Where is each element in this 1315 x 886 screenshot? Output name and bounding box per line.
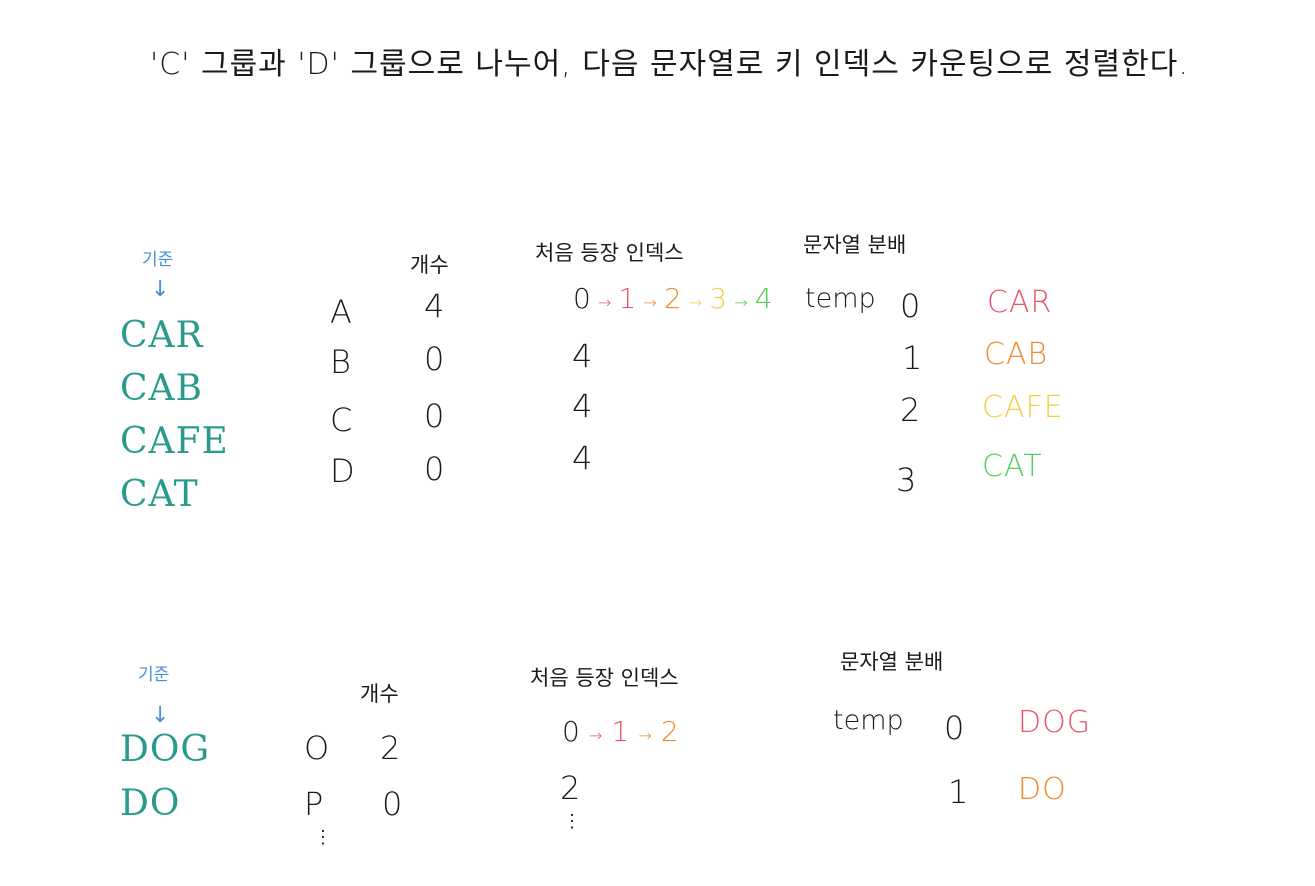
distribution-item: DOG — [1018, 705, 1091, 740]
count-cell: 2 — [380, 729, 401, 767]
temp-index: 0 — [944, 709, 965, 747]
seq-value: 2 — [663, 282, 682, 315]
ellipsis: ⋮ — [563, 811, 581, 832]
first-index-header: 처음 등장 인덱스 — [530, 666, 679, 690]
distribution-item: CAB — [984, 337, 1049, 372]
word-item: CAB — [120, 368, 203, 409]
seq-value: 4 — [754, 282, 773, 315]
distribution-header: 문자열 분배 — [803, 233, 907, 257]
arrow-down-icon: ↓ — [151, 703, 170, 728]
first-index-sequence: 0 → 1 → 2 → 3 → 4 — [573, 285, 773, 313]
distribution-item: CAR — [987, 285, 1053, 320]
ellipsis: ⋮ — [314, 827, 332, 848]
arrow-down-icon: ↓ — [151, 277, 170, 302]
word-item: CAT — [120, 474, 199, 515]
temp-index: 1 — [948, 773, 969, 811]
arrow-right-icon: → — [588, 726, 603, 745]
letter-cell: D — [330, 452, 355, 490]
distribution-item: CAFE — [982, 390, 1064, 425]
letter-cell: O — [304, 729, 330, 767]
count-cell: 0 — [424, 340, 445, 378]
distribution-item: DO — [1018, 772, 1067, 807]
letter-cell: B — [330, 343, 351, 381]
basis-label: 기준 — [142, 250, 174, 270]
word-item: CAFE — [120, 421, 229, 462]
seq-value: 3 — [709, 282, 728, 315]
count-header: 개수 — [410, 253, 449, 277]
temp-index: 1 — [902, 339, 923, 377]
distribution-item: CAT — [982, 449, 1043, 484]
count-cell: 0 — [424, 397, 445, 435]
word-item: DO — [120, 783, 181, 824]
temp-index: 0 — [900, 287, 921, 325]
arrow-right-icon: → — [638, 726, 652, 745]
temp-index: 2 — [900, 391, 921, 429]
seq-value: 1 — [618, 282, 637, 315]
count-cell: 0 — [424, 450, 445, 488]
first-index-cell: 2 — [560, 769, 581, 807]
seq-value: 2 — [660, 715, 679, 748]
arrow-right-icon: → — [688, 293, 703, 312]
arrow-right-icon: → — [734, 293, 748, 312]
basis-label: 기준 — [138, 665, 170, 685]
seq-value: 0 — [573, 282, 591, 315]
first-index-sequence: 0 → 1 → 2 — [562, 718, 679, 746]
distribution-header: 문자열 분배 — [840, 650, 944, 674]
word-item: CAR — [120, 315, 204, 356]
first-index-cell: 4 — [572, 337, 593, 375]
temp-label: temp — [805, 283, 876, 314]
seq-value: 1 — [611, 715, 630, 748]
count-cell: 0 — [382, 785, 403, 823]
count-cell: 4 — [424, 287, 445, 325]
word-item: DOG — [120, 729, 211, 770]
arrow-right-icon: → — [643, 293, 657, 312]
letter-cell: P — [304, 785, 324, 823]
seq-value: 0 — [562, 715, 580, 748]
temp-index: 3 — [896, 461, 917, 499]
arrow-right-icon: → — [597, 293, 612, 312]
letter-cell: C — [330, 401, 353, 439]
first-index-cell: 4 — [572, 439, 593, 477]
letter-cell: A — [330, 293, 352, 331]
first-index-header: 처음 등장 인덱스 — [535, 241, 684, 265]
temp-label: temp — [833, 705, 904, 736]
first-index-cell: 4 — [572, 387, 593, 425]
page-title: 'C' 그룹과 'D' 그룹으로 나누어, 다음 문자열로 키 인덱스 카운팅으… — [150, 47, 1189, 82]
count-header: 개수 — [360, 682, 399, 706]
